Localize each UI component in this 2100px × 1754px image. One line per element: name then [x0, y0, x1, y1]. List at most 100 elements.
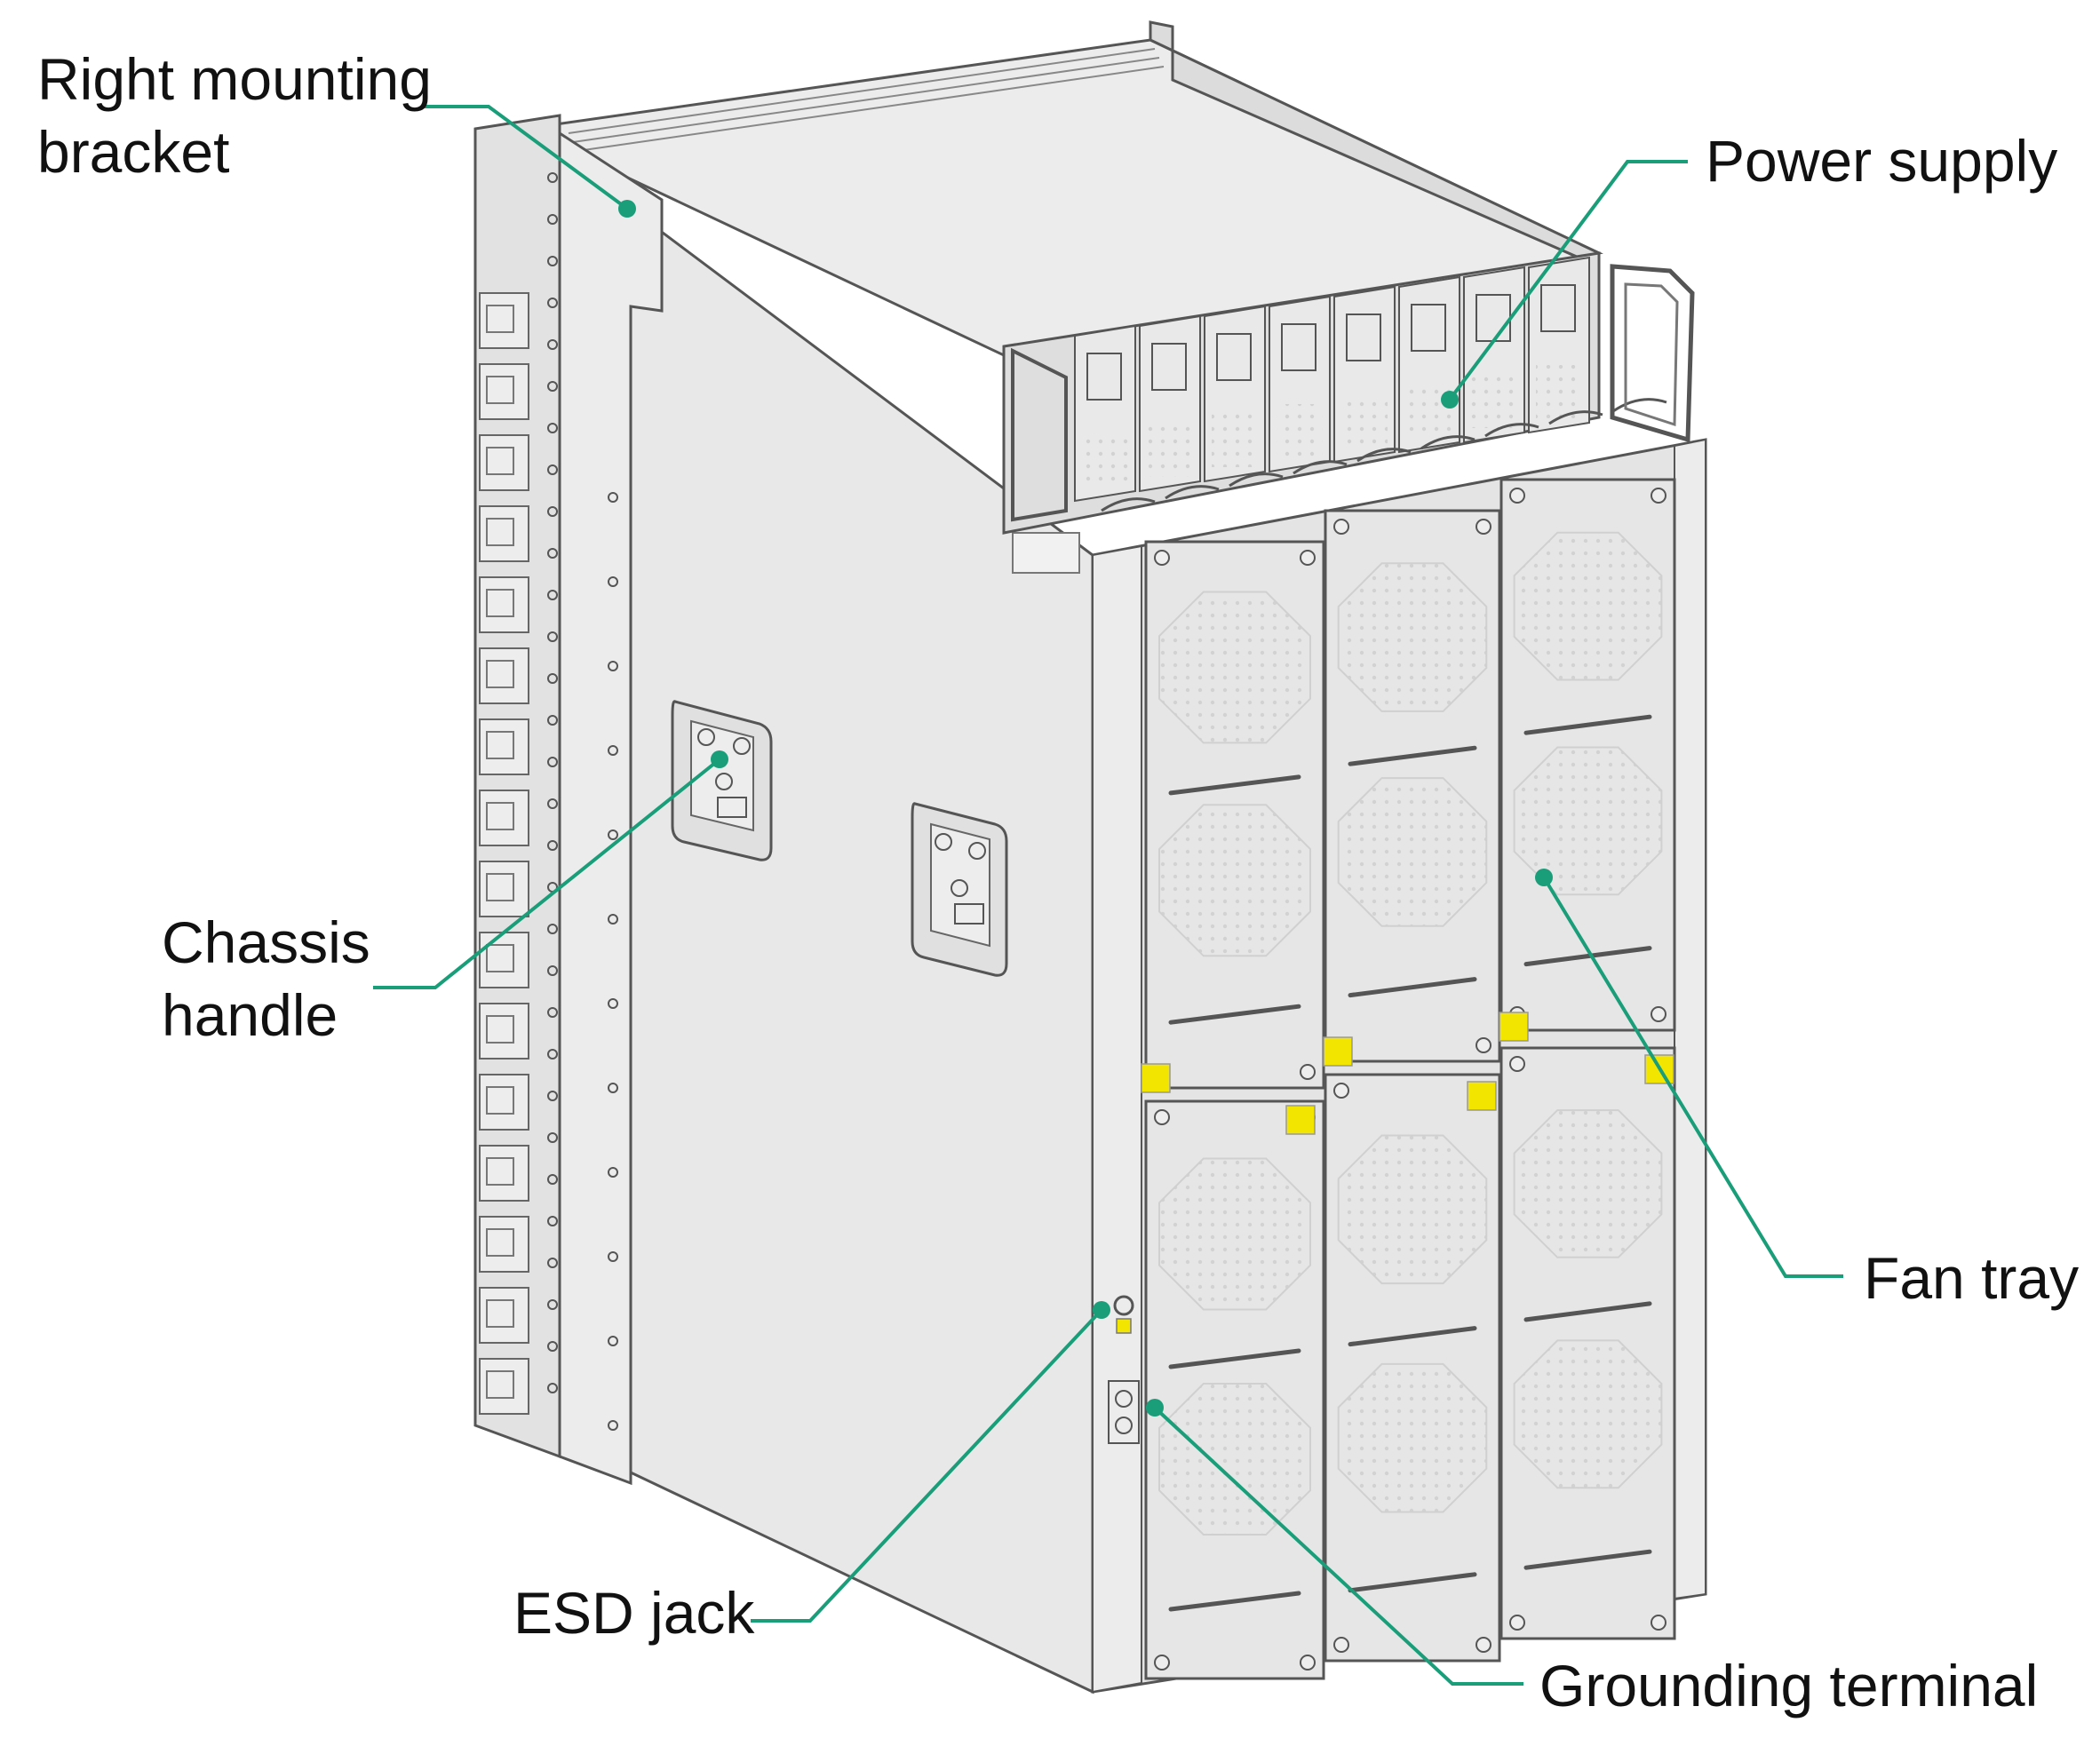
- callout-line: Chassis: [162, 909, 370, 975]
- fan-grille: [1337, 1362, 1488, 1513]
- side-hole: [608, 829, 618, 840]
- rail-ear: [479, 718, 529, 775]
- psu-handle: [1293, 460, 1348, 475]
- power-inlet: [1281, 323, 1316, 371]
- psu-right-handle: [1610, 264, 1695, 443]
- leader-line: [1542, 876, 1843, 1278]
- leader-grounding-terminal: [1146, 1399, 1523, 1686]
- fan-tray-screw: [1300, 550, 1316, 566]
- rail-ear-latch: [486, 660, 514, 688]
- callout-line: Fan tray: [1864, 1245, 2080, 1311]
- leader-dot: [1441, 391, 1459, 409]
- rail-ear: [479, 434, 529, 491]
- rail-ear: [479, 1145, 529, 1202]
- side-hole: [608, 661, 618, 671]
- power-inlet: [1411, 304, 1446, 352]
- fan-tray-screw: [1509, 488, 1525, 504]
- rail-ear-latch: [486, 1015, 514, 1044]
- rail-ear-latch: [486, 802, 514, 830]
- rail-ear: [479, 790, 529, 846]
- fan-tray-screw: [1651, 488, 1666, 504]
- rail-ear-latch: [486, 1228, 514, 1257]
- psu-vent: [1082, 433, 1128, 487]
- fan-tray-handle: [1168, 774, 1301, 796]
- grounding-terminal: [1108, 1380, 1140, 1444]
- side-hole: [608, 1167, 618, 1178]
- rail-hole: [547, 1341, 558, 1352]
- callout-line: ESD jack: [513, 1580, 755, 1646]
- chassis-handle-upper: [671, 700, 773, 861]
- side-hole: [608, 1420, 618, 1431]
- rail-hole: [547, 840, 558, 851]
- leader-fan-tray: [1535, 869, 1843, 1278]
- fan-grille: [1158, 591, 1311, 744]
- callout-chassis-handle: Chassis handle: [162, 906, 370, 1052]
- fan-tray-screw: [1651, 1615, 1666, 1631]
- fan-tray-screw: [1333, 519, 1349, 535]
- fan-tray-handle: [1348, 745, 1477, 766]
- side-hole: [608, 492, 618, 503]
- psu-handle: [1101, 497, 1156, 512]
- side-hole: [608, 1251, 618, 1262]
- rail-ear-latch: [486, 518, 514, 546]
- fan-tray-screw: [1651, 1006, 1666, 1022]
- callout-grounding-terminal: Grounding terminal: [1539, 1649, 2038, 1722]
- rail-hole: [547, 1007, 558, 1018]
- psu-vent: [1277, 404, 1323, 457]
- side-hole: [608, 1336, 618, 1346]
- rail-hole: [547, 673, 558, 684]
- fan-tray-handle: [1523, 714, 1652, 735]
- rail-ear: [479, 1003, 529, 1060]
- rail-hole: [547, 924, 558, 934]
- side-hole: [608, 998, 618, 1009]
- mounting-bracket-plate: [558, 131, 664, 1486]
- callout-line: handle: [162, 982, 338, 1048]
- rail-hole: [547, 256, 558, 266]
- rail-ear-latch: [486, 589, 514, 617]
- leader-dot: [1093, 1301, 1110, 1319]
- fan-tray-handle: [1348, 977, 1477, 998]
- fan-tray: [1144, 1099, 1325, 1680]
- fan-tray-handle: [1348, 1326, 1477, 1347]
- leader-line: [1448, 160, 1688, 401]
- power-inlet: [1216, 333, 1252, 381]
- fan-tray-handle: [1168, 1348, 1301, 1369]
- fan-grille: [1158, 1157, 1311, 1311]
- psu-handle: [1420, 435, 1476, 450]
- rail-hole: [547, 1132, 558, 1143]
- warning-sticker: [1499, 1012, 1529, 1042]
- fan-tray: [1324, 509, 1501, 1063]
- fan-tray-screw: [1333, 1083, 1349, 1099]
- rail-hole: [547, 715, 558, 726]
- psu-vent: [1212, 414, 1258, 467]
- rail-hole: [547, 548, 558, 559]
- fan-tray-screw: [1154, 1655, 1170, 1671]
- rail-hole: [547, 1383, 558, 1393]
- rail-ear: [479, 1358, 529, 1415]
- rail-ear: [479, 363, 529, 420]
- power-inlet: [1540, 284, 1576, 332]
- fan-tray: [1499, 478, 1676, 1032]
- callout-esd-jack: ESD jack: [513, 1576, 754, 1649]
- fan-tray-screw: [1333, 1637, 1349, 1653]
- rail-hole: [547, 339, 558, 350]
- fan-grille: [1513, 1109, 1663, 1258]
- rail-ear-latch: [486, 447, 514, 475]
- leader-power-supply: [1441, 160, 1688, 409]
- rail-ear: [479, 1287, 529, 1344]
- callout-line: bracket: [37, 119, 230, 185]
- fan-tray-modules: [1141, 478, 1676, 1680]
- side-hole: [608, 914, 618, 925]
- rail-hole: [547, 506, 558, 517]
- side-warning-label: [1012, 532, 1080, 574]
- psu-handle: [1548, 410, 1603, 425]
- leader-right-mounting-bracket: [425, 105, 636, 218]
- fan-tray-handle: [1523, 1301, 1652, 1322]
- rail-hole: [547, 423, 558, 433]
- fan-tray-handle: [1168, 1591, 1301, 1612]
- fan-tray-screw: [1154, 1109, 1170, 1125]
- rail-ear: [479, 932, 529, 988]
- fan-tray-screw: [1154, 550, 1170, 566]
- rail-hole: [547, 798, 558, 809]
